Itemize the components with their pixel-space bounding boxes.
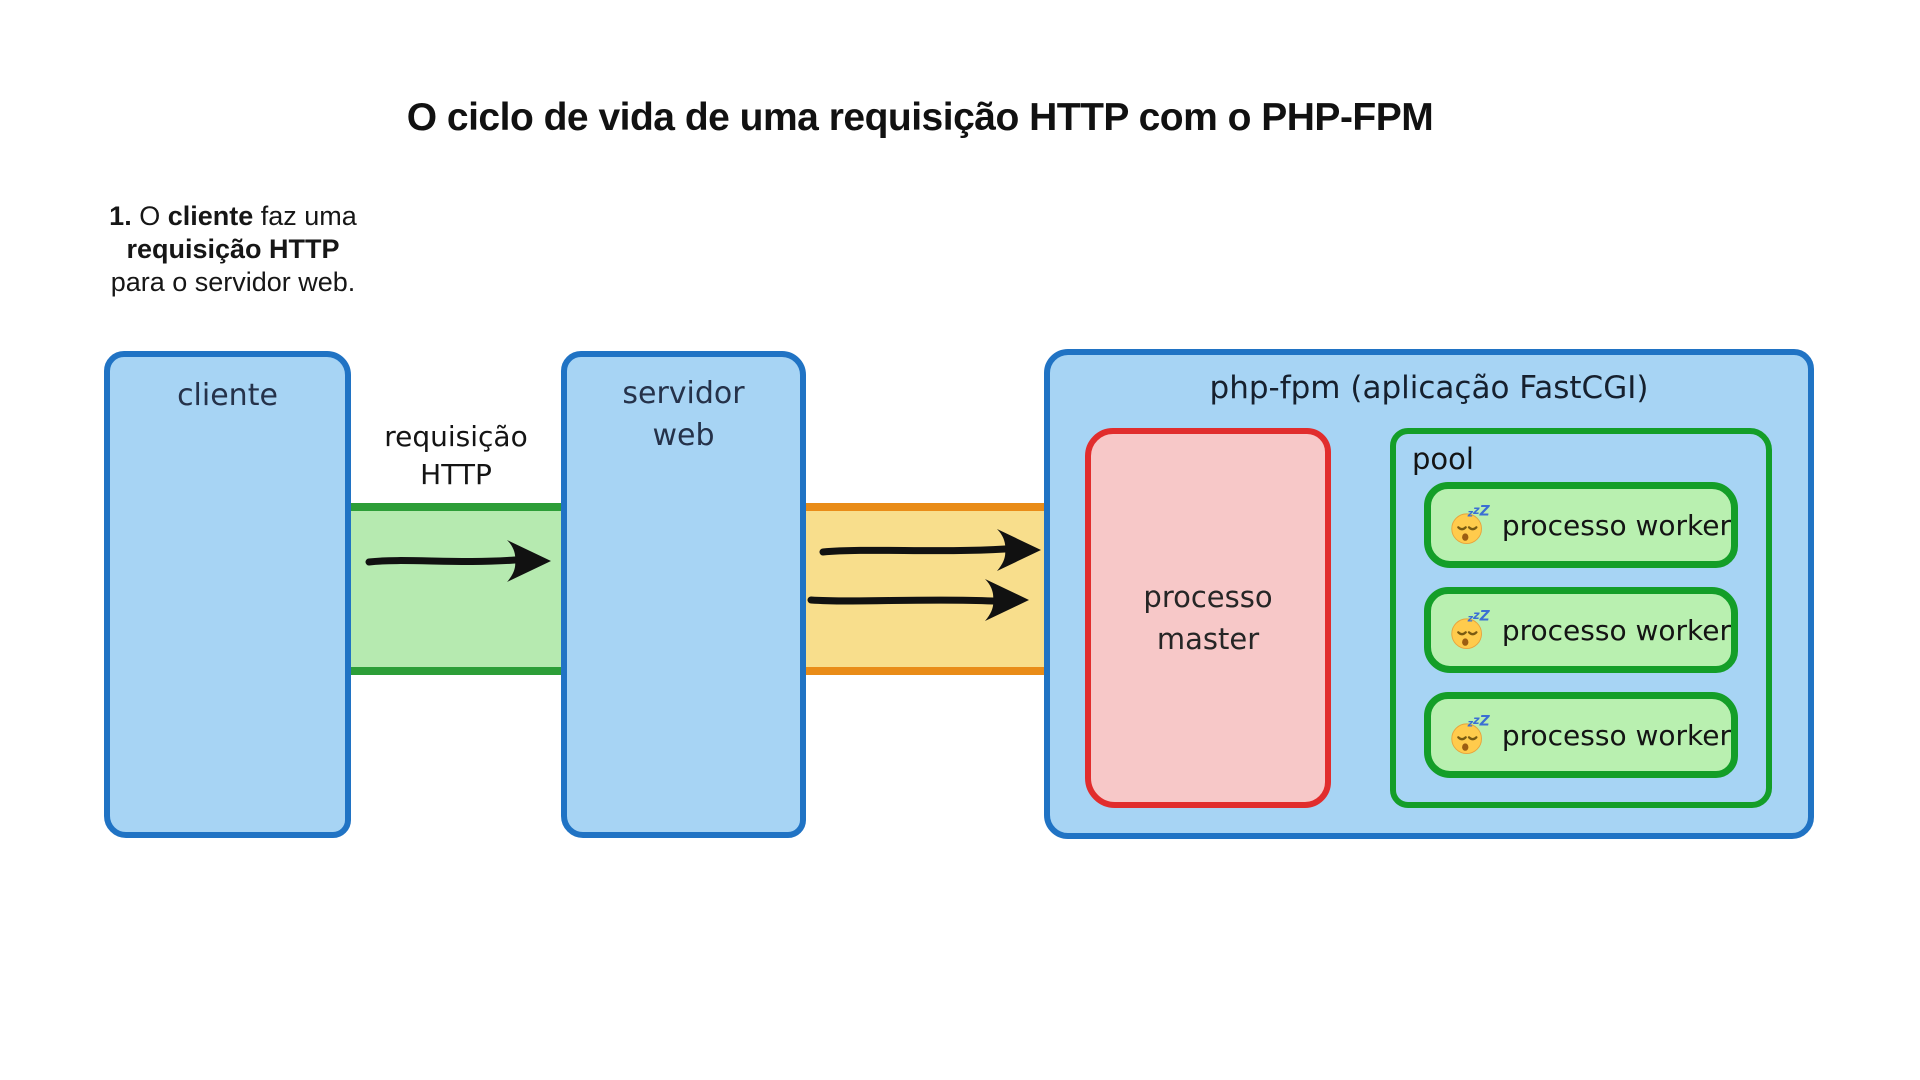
step-note: 1. O cliente faz uma requisição HTTP par… [88, 200, 378, 299]
worker-box: z z Z processo worker [1424, 482, 1738, 568]
worker-box: z z Z processo worker [1424, 692, 1738, 778]
worker-label: processo worker [1501, 508, 1731, 542]
step-note-line-1: 1. O cliente faz uma [109, 201, 357, 231]
arrow-right-icon [819, 529, 1041, 571]
svg-text:z: z [1472, 504, 1480, 517]
sleeping-face-icon: z z Z [1451, 609, 1490, 650]
fastcgi-band [803, 503, 1050, 675]
arrow-right-icon [807, 579, 1029, 621]
svg-text:z: z [1472, 714, 1480, 727]
client-box-label: cliente [177, 378, 278, 413]
svg-text:Z: Z [1479, 504, 1490, 520]
svg-text:z: z [1467, 719, 1474, 730]
step-number: 1. [109, 201, 132, 231]
page-title: O ciclo de vida de uma requisição HTTP c… [406, 96, 1434, 139]
svg-text:z: z [1467, 509, 1474, 520]
svg-text:Z: Z [1479, 714, 1490, 730]
master-process-label: processo master [1143, 580, 1273, 656]
http-request-label: requisição HTTP [384, 420, 528, 491]
worker-label: processo worker [1501, 613, 1731, 647]
web-server-label: servidor web [622, 376, 745, 453]
phpfpm-box-label: php-fpm (aplicação FastCGI) [1209, 370, 1649, 406]
step-note-line-3: para o servidor web. [110, 267, 356, 297]
sleeping-face-icon: z z Z [1451, 504, 1490, 545]
step-note-line-2: requisição HTTP [126, 234, 340, 264]
worker-box: z z Z processo worker [1424, 587, 1738, 673]
svg-text:z: z [1472, 609, 1480, 622]
worker-label: processo worker [1501, 718, 1731, 752]
client-box: cliente [104, 351, 351, 838]
pool-box: pool z z Z processo worker z z Z process… [1390, 428, 1772, 808]
arrow-right-icon [365, 540, 551, 582]
pool-label: pool [1412, 442, 1474, 476]
master-process-box: processo master [1085, 428, 1331, 808]
svg-text:z: z [1467, 614, 1474, 625]
http-request-band [345, 503, 567, 675]
svg-text:Z: Z [1479, 609, 1490, 625]
web-server-box: servidor web [561, 351, 806, 838]
sleeping-face-icon: z z Z [1451, 714, 1490, 755]
